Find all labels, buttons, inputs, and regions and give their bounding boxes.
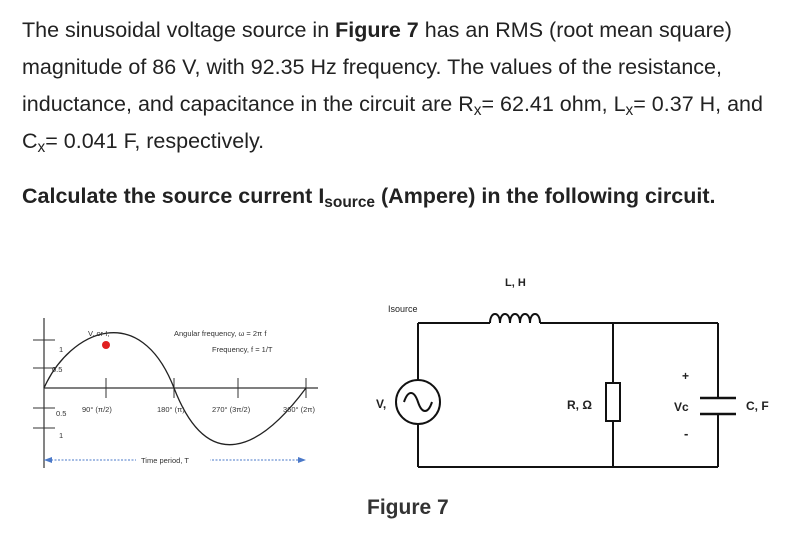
question-text: Calculate the source current Isource (Am… bbox=[22, 184, 716, 211]
svg-text:0.5: 0.5 bbox=[52, 365, 62, 374]
svg-text:Frequency, f = 1/T: Frequency, f = 1/T bbox=[212, 345, 273, 354]
svg-text:270° (3π/2): 270° (3π/2) bbox=[212, 405, 251, 414]
svg-text:R, Ω: R, Ω bbox=[567, 398, 592, 412]
svg-text:L, H: L, H bbox=[505, 277, 526, 289]
inductor-symbol bbox=[489, 313, 541, 324]
svg-text:Isource: Isource bbox=[388, 304, 418, 314]
svg-text:0.5: 0.5 bbox=[56, 409, 66, 418]
svg-text:V, or I,: V, or I, bbox=[88, 329, 109, 338]
svg-text:1: 1 bbox=[59, 345, 63, 354]
svg-text:1: 1 bbox=[59, 431, 63, 440]
svg-text:Vc: Vc bbox=[674, 400, 689, 414]
svg-text:180° (π): 180° (π) bbox=[157, 405, 185, 414]
svg-text:-: - bbox=[684, 426, 688, 441]
problem-statement: The sinusoidal voltage source in Figure … bbox=[22, 18, 763, 156]
resistor-symbol bbox=[605, 382, 621, 422]
svg-text:C, F: C, F bbox=[746, 399, 769, 413]
svg-text:+: + bbox=[682, 369, 689, 383]
svg-text:90° (π/2): 90° (π/2) bbox=[82, 405, 112, 414]
sine-wave bbox=[43, 332, 307, 446]
svg-text:360° (2π): 360° (2π) bbox=[283, 405, 315, 414]
svg-text:Time period, T: Time period, T bbox=[141, 456, 189, 465]
figure-caption: Figure 7 bbox=[367, 496, 449, 519]
svg-text:Angular frequency, ω = 2π f: Angular frequency, ω = 2π f bbox=[174, 329, 267, 338]
svg-text:V,: V, bbox=[376, 397, 386, 411]
figure-reference: Figure 7 bbox=[335, 18, 419, 42]
peak-marker bbox=[102, 341, 110, 349]
